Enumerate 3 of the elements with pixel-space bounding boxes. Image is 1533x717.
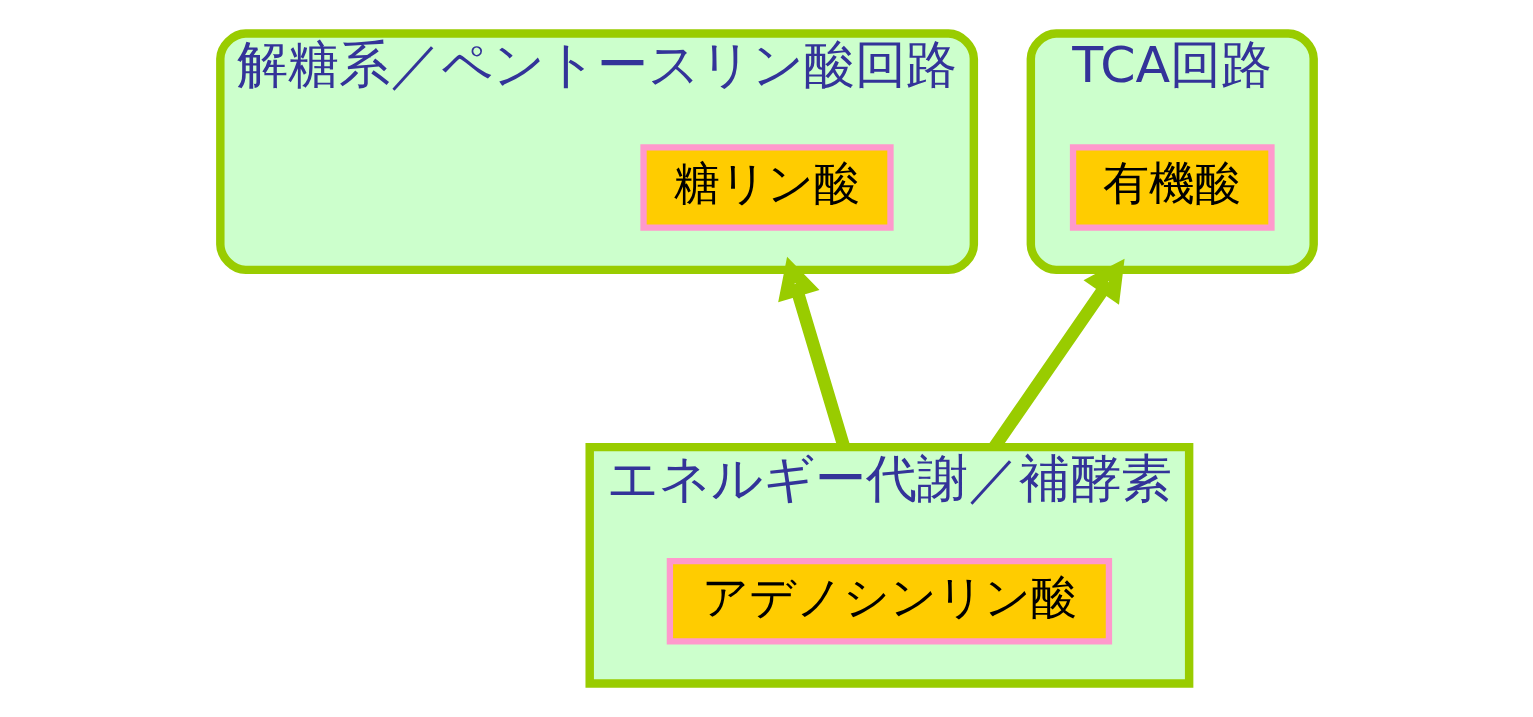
node-box: 糖リン酸 [639,144,894,231]
node-box: アデノシンリン酸 [666,557,1112,645]
node-box: 有機酸 [1069,144,1275,231]
